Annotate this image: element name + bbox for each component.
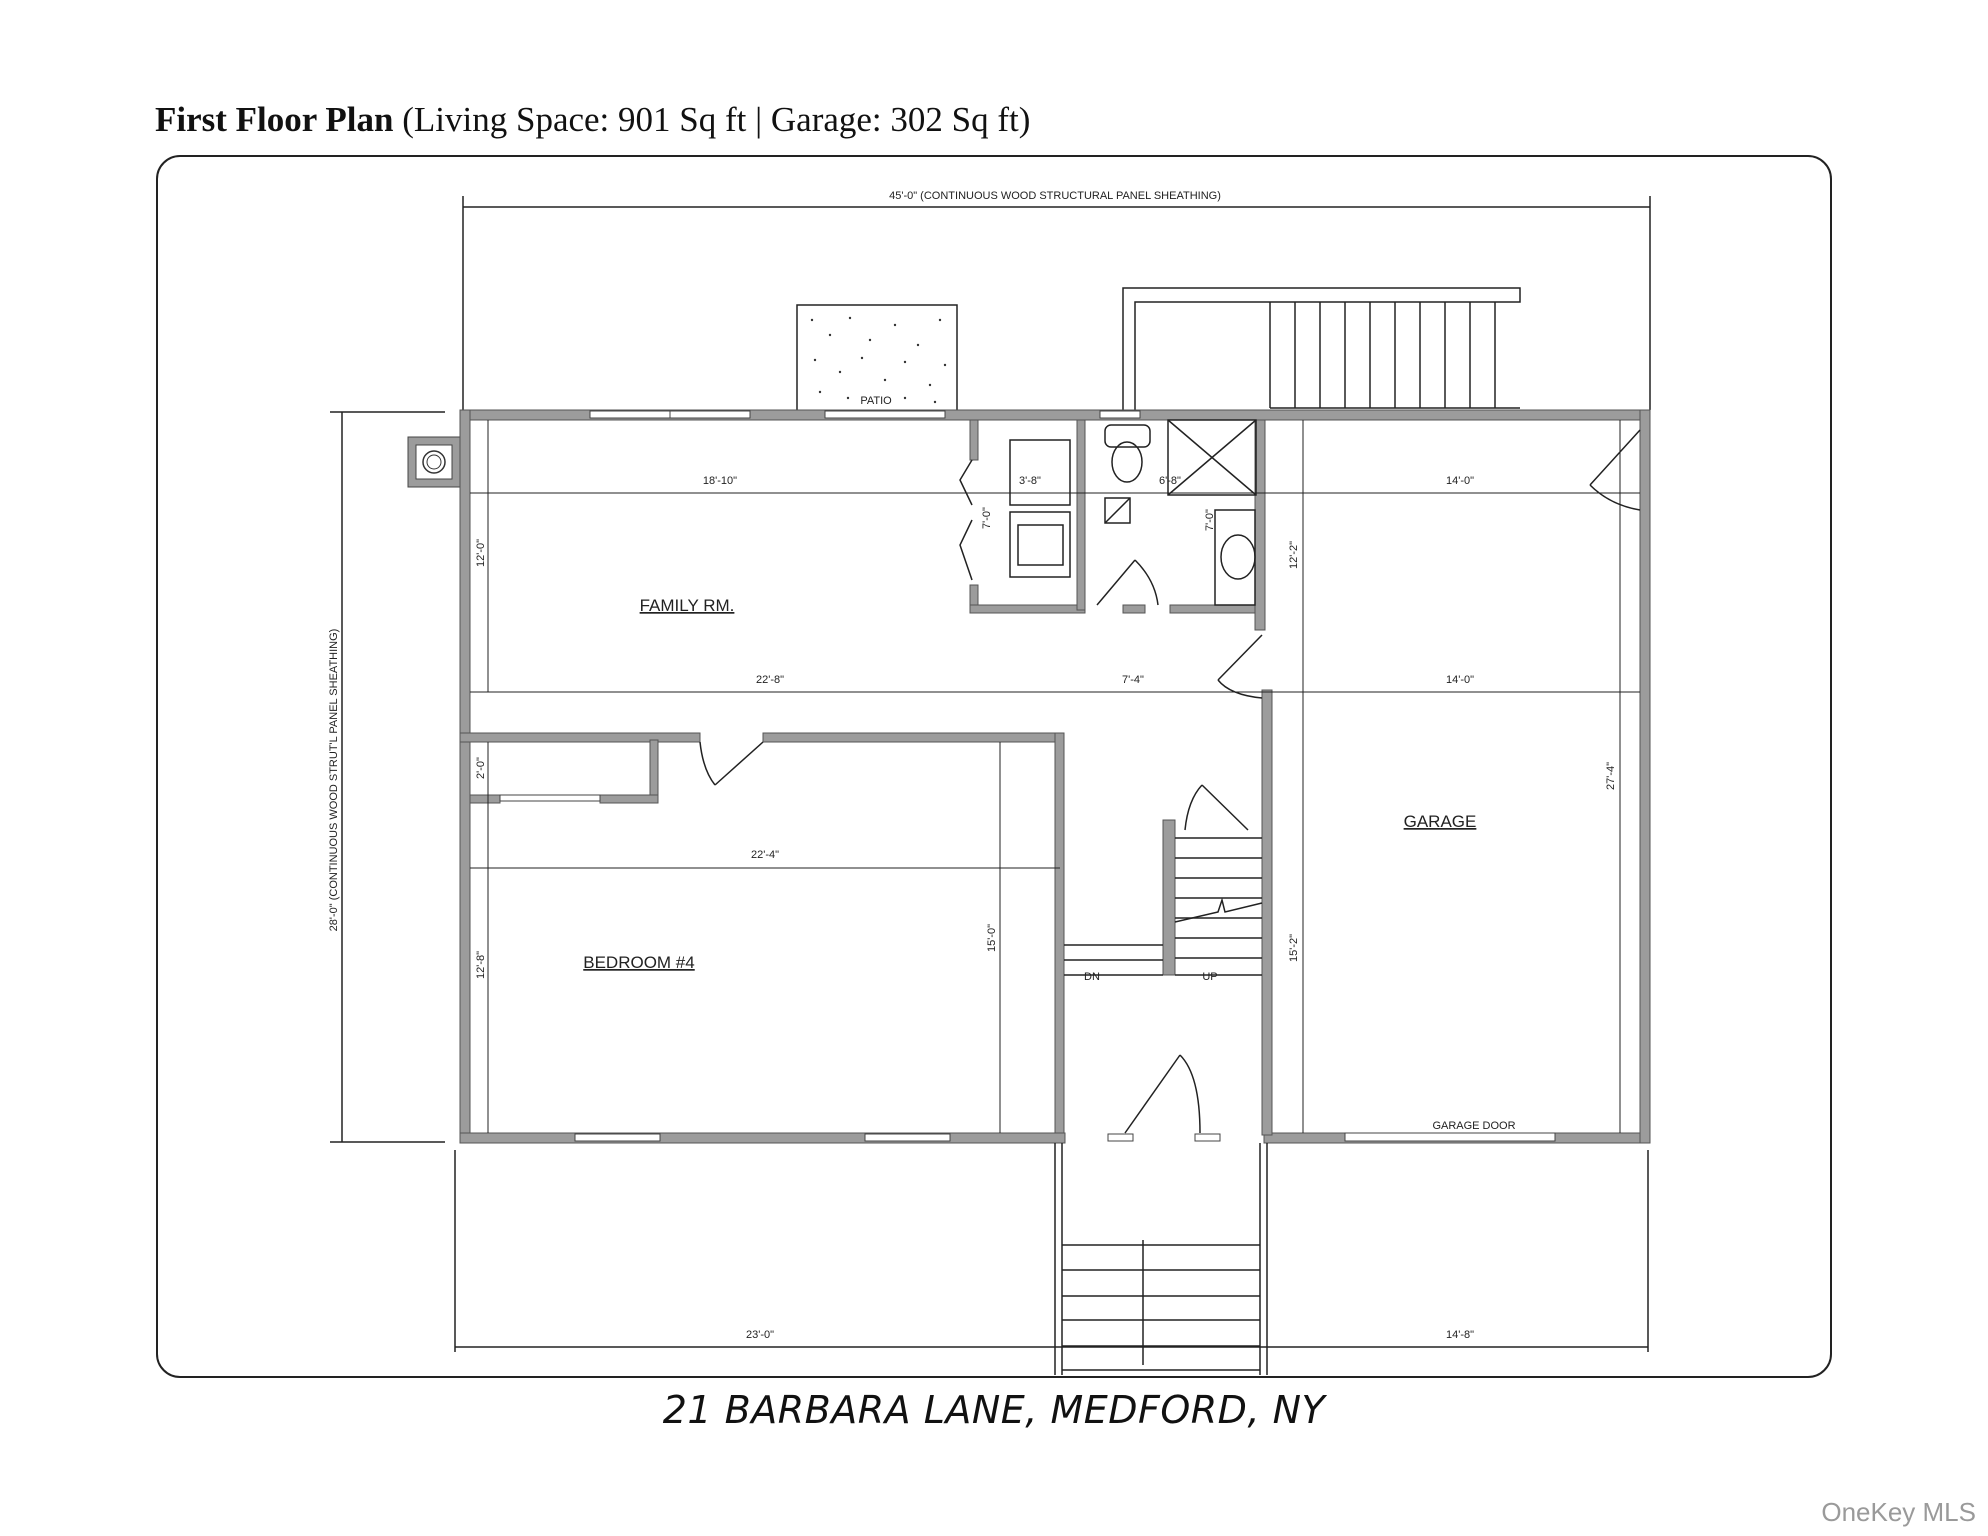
dim-closet-depth: 2'-0"	[475, 757, 487, 779]
dim-laundry-depth: 7'-0"	[981, 507, 993, 529]
mls-watermark: OneKey MLS	[1821, 1497, 1976, 1527]
dim-garage-depth: 27'-4"	[1605, 762, 1617, 790]
dim-bath-width: 6'-8"	[1159, 475, 1181, 487]
dim-garage-top-width: 14'-0"	[1446, 475, 1474, 487]
dim-hall-width: 7'-4"	[1122, 674, 1144, 686]
patio-label: PATIO	[860, 395, 892, 407]
stair-up-label: UP	[1202, 971, 1217, 983]
dim-bedroom-depth-left: 12'-8"	[475, 951, 487, 979]
dim-garage-upper-depth: 12'-2"	[1288, 541, 1300, 569]
property-address: 21 BARBARA LANE, MEDFORD, NY	[662, 1388, 1326, 1432]
dim-laundry-width: 3'-8"	[1019, 475, 1041, 487]
dim-bath-depth: 7'-0"	[1204, 509, 1216, 531]
dim-family-depth: 12'-0"	[475, 539, 487, 567]
dim-family-full-width: 22'-8"	[756, 674, 784, 686]
dim-overall-width: 45'-0" (CONTINUOUS WOOD STRUCTURAL PANEL…	[889, 190, 1221, 202]
patio-pad	[796, 304, 958, 413]
dim-overall-depth: 28'-0" (CONTINUOUS WOOD STRUT'L PANEL SH…	[328, 629, 340, 932]
dim-garage-mid-width: 14'-0"	[1446, 674, 1474, 686]
room-label-garage: GARAGE	[1404, 812, 1477, 831]
room-label-bedroom: BEDROOM #4	[583, 953, 694, 972]
dim-bedroom-depth-right: 15'-0"	[986, 924, 998, 952]
walls	[459, 409, 1651, 1144]
dim-garage-lower-depth: 15'-2"	[1288, 934, 1300, 962]
dim-bottom-left: 23'-0"	[746, 1329, 774, 1341]
plan-frame	[156, 155, 1832, 1378]
page-title: First Floor Plan (Living Space: 901 Sq f…	[155, 100, 1030, 140]
dim-bottom-right: 14'-8"	[1446, 1329, 1474, 1341]
dim-family-width: 18'-10"	[703, 475, 737, 487]
stair-down-label: DN	[1084, 971, 1100, 983]
title-bold: First Floor Plan	[155, 100, 394, 139]
room-label-family: FAMILY RM.	[640, 596, 735, 615]
dim-bedroom-width: 22'-4"	[751, 849, 779, 861]
garage-door-label: GARAGE DOOR	[1432, 1120, 1515, 1132]
title-area-summary: (Living Space: 901 Sq ft | Garage: 302 S…	[393, 100, 1031, 139]
